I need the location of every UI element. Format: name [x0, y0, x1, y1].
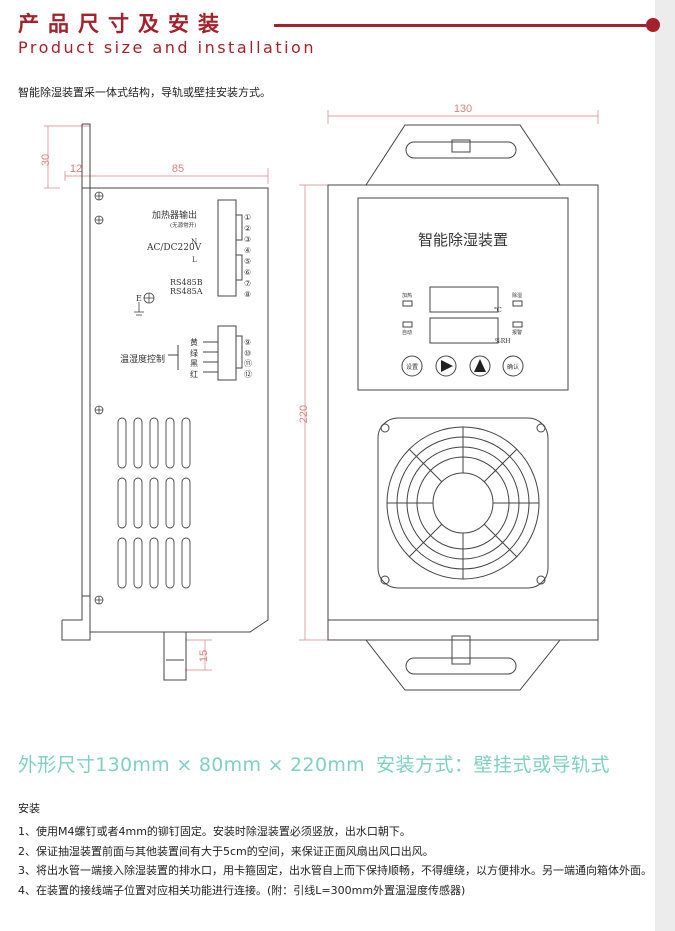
mount-holes: [94, 191, 155, 605]
led-label-dehumid: 除湿: [512, 292, 522, 299]
install-step: 2、保证抽湿装置前面与其他装置间有大于5cm的空间，来保证正面风扇出风口出风。: [18, 844, 434, 858]
title-rule: [274, 24, 650, 27]
play-icon: [441, 360, 453, 372]
led-label-heating: 加热: [402, 292, 412, 299]
label-heater-out: 加热器输出: [152, 209, 197, 221]
right-margin-band: [655, 0, 675, 931]
label-rs485b: RS485B: [170, 278, 203, 287]
dim-12: 12: [70, 163, 82, 175]
device-name: 智能除湿装置: [418, 231, 508, 249]
front-labels: 智能除湿装置 加热 除湿 自动 报警 ℃ %RH 设置 确认: [402, 231, 522, 371]
led-label-auto: 自动: [402, 329, 412, 336]
spec-dimensions: 外形尺寸130mm × 80mm × 220mm: [18, 754, 365, 776]
unit-temp: ℃: [494, 306, 502, 314]
terminal-7: ⑦: [244, 279, 251, 288]
terminal-5: ⑤: [244, 257, 251, 266]
button-set-label: 设置: [406, 363, 418, 371]
dim-130: 130: [454, 103, 472, 115]
title-dot-icon: [646, 18, 660, 32]
intro-text: 智能除湿装置采一体式结构，导轨或壁挂安装方式。: [18, 86, 271, 99]
label-rs485a: RS485A: [170, 287, 203, 296]
side-labels: 加热器输出 (无源常开) AC/DC220V N L RS485B RS485A…: [120, 209, 252, 379]
dimension-lines: [44, 110, 599, 671]
terminal-10: ⑩: [244, 349, 251, 358]
install-heading: 安装: [18, 802, 40, 815]
button-ok-label: 确认: [507, 363, 519, 371]
label-wire-green: 绿: [190, 349, 198, 358]
terminal-4: ④: [244, 246, 251, 255]
terminal-3: ③: [244, 235, 251, 244]
terminal-1: ①: [244, 213, 251, 222]
dim-85: 85: [172, 163, 184, 175]
label-wire-yellow: 黄: [190, 337, 198, 347]
install-step: 1、使用M4螺钉或者4mm的铆钉固定。安装时除湿装置必须竖放，出水口朝下。: [18, 825, 411, 838]
label-l: L: [192, 256, 197, 264]
button-glyphs: [441, 359, 486, 372]
terminal-8: ⑧: [244, 290, 251, 299]
display-panel: [401, 286, 524, 377]
section-title-en: Product size and installation: [18, 38, 316, 57]
install-step: 3、将出水管一端接入除湿装置的排水口，用卡箍固定，出水管自上而下保持顺畅，不得缠…: [18, 864, 652, 878]
unit-rh: %RH: [495, 338, 510, 345]
side-vents: [117, 417, 191, 589]
up-icon: [474, 359, 486, 372]
dim-15: 15: [198, 650, 210, 662]
install-steps: 1、使用M4螺钉或者4mm的铆钉固定。安装时除湿装置必须竖放，出水口朝下。 2、…: [18, 822, 658, 900]
dim-30: 30: [40, 154, 52, 166]
label-heater-note: (无源常开): [170, 221, 196, 229]
label-acdc: AC/DC220V: [146, 243, 202, 253]
technical-drawing: 30 12 85 130 220 15 加热器输出: [40, 103, 599, 691]
terminal-2: ②: [244, 224, 251, 233]
front-view: [327, 124, 599, 691]
label-wire-black: 黑: [190, 359, 198, 368]
label-wire-red: 红: [190, 369, 198, 379]
terminal-12: ⑫: [244, 370, 252, 379]
terminal-6: ⑥: [244, 268, 251, 277]
fan-grille: [377, 417, 549, 589]
terminal-blocks: [168, 199, 243, 381]
label-earth: E: [136, 294, 142, 303]
section-title-cn: 产品尺寸及安装: [18, 11, 228, 36]
led-label-alarm: 报警: [512, 329, 522, 336]
label-sensor-ctrl: 温湿度控制: [120, 353, 165, 365]
install-step: 4、在装置的接线端子位置对应相关功能进行连接。(附：引线L=300mm外置温湿度…: [18, 883, 466, 897]
dim-220: 220: [298, 405, 310, 423]
side-view: [61, 123, 269, 681]
terminal-11: ⑪: [244, 359, 252, 368]
terminal-9: ⑨: [244, 338, 251, 347]
spec-mounting: 安装方式：壁挂式或导轨式: [376, 754, 611, 776]
label-n: N: [191, 238, 197, 246]
